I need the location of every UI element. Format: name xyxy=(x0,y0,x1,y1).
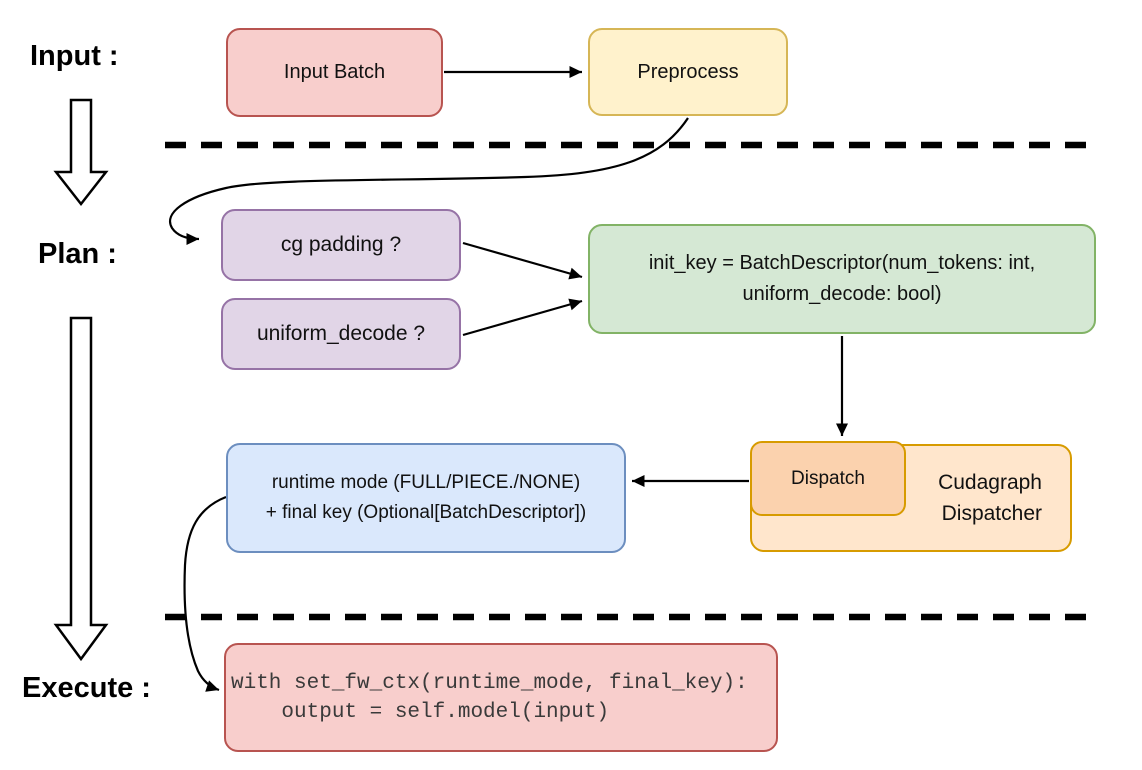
node-execute-code: with set_fw_ctx(runtime_mode, final_key)… xyxy=(224,643,778,752)
node-init-key: init_key = BatchDescriptor(num_tokens: i… xyxy=(588,224,1096,334)
arrow-cg-padding-to-init-key xyxy=(462,241,583,280)
node-dispatch-label: Dispatch xyxy=(791,467,865,489)
arrow-runtime-result-to-execute-code xyxy=(183,495,227,692)
node-preprocess: Preprocess xyxy=(588,28,788,116)
stage-label-plan: Plan : xyxy=(38,238,117,270)
stage-arrow-plan-to-execute xyxy=(53,316,109,662)
node-execute-code-line1: with set_fw_ctx(runtime_mode, final_key)… xyxy=(231,671,748,695)
node-input-batch-label: Input Batch xyxy=(283,61,386,83)
node-dispatch: Dispatch xyxy=(750,441,906,516)
node-execute-code-line2: output = self.model(input) xyxy=(231,700,610,724)
node-cg-padding-label: cg padding ? xyxy=(280,233,402,256)
node-cg-padding: cg padding ? xyxy=(221,209,461,281)
node-init-key-line1: init_key = BatchDescriptor(num_tokens: i… xyxy=(648,252,1036,274)
arrow-uniform-decode-to-init-key xyxy=(462,298,583,337)
node-cudagraph-dispatcher-line1: Cudagraph xyxy=(938,471,1042,494)
node-preprocess-label: Preprocess xyxy=(637,60,739,83)
stage-label-execute: Execute : xyxy=(22,672,151,704)
node-uniform-decode: uniform_decode ? xyxy=(221,298,461,370)
stage-arrow-input-to-plan xyxy=(53,98,109,207)
node-runtime-result-line1: runtime mode (FULL/PIECE./NONE) xyxy=(271,472,581,493)
node-runtime-result-line2: + final key (Optional[BatchDescriptor]) xyxy=(265,502,587,523)
node-init-key-line2: uniform_decode: bool) xyxy=(742,283,942,305)
node-input-batch: Input Batch xyxy=(226,28,443,117)
node-runtime-result: runtime mode (FULL/PIECE./NONE) + final … xyxy=(226,443,626,553)
node-uniform-decode-label: uniform_decode ? xyxy=(256,322,426,345)
node-cudagraph-dispatcher-line2: Dispatcher xyxy=(941,502,1042,525)
stage-label-input: Input : xyxy=(30,40,119,72)
